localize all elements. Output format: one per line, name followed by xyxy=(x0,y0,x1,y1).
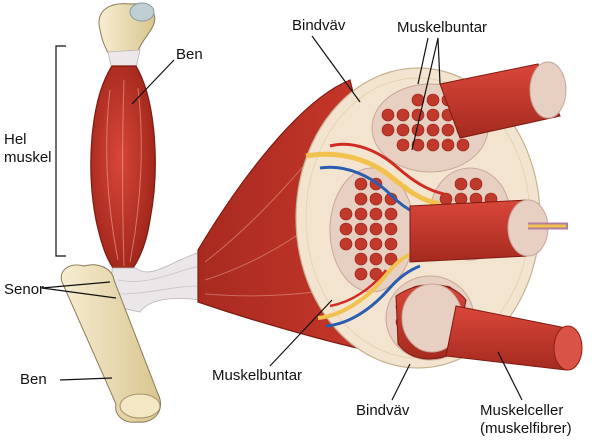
label-bone-bottom: Ben xyxy=(20,371,47,388)
label-bundles-bottom: Muskelbuntar xyxy=(212,367,302,384)
muscle-fiber-dot xyxy=(370,223,382,235)
label-whole-muscle-2: muskel xyxy=(4,149,52,166)
label-connective-top: Bindväv xyxy=(292,17,345,34)
muscle-fiber-dot xyxy=(370,193,382,205)
muscle-fiber-dot xyxy=(340,223,352,235)
muscle-fiber-dot xyxy=(355,238,367,250)
muscle-fiber-dot xyxy=(427,109,439,121)
muscle-fiber-dot xyxy=(355,268,367,280)
muscle-fiber-dot xyxy=(355,208,367,220)
muscle-fiber-dot xyxy=(455,178,467,190)
label-whole-muscle-1: Hel xyxy=(4,131,27,148)
muscle-fiber-dot xyxy=(397,109,409,121)
muscle-fiber-dot xyxy=(370,253,382,265)
muscle-fiber-dot xyxy=(355,193,367,205)
muscle-fiber-dot xyxy=(385,208,397,220)
muscle-fiber-dot xyxy=(442,124,454,136)
muscle-fiber-dot xyxy=(385,223,397,235)
muscle-fiber-dot xyxy=(442,139,454,151)
bone-top xyxy=(99,3,155,56)
muscle-fiber-dot xyxy=(355,253,367,265)
muscle-fiber-dot xyxy=(370,208,382,220)
label-bone-top: Ben xyxy=(176,46,203,63)
label-tendons: Senor xyxy=(4,281,44,298)
muscle-fiber-dot xyxy=(397,139,409,151)
muscle-fiber-dot xyxy=(370,238,382,250)
leader-bone-bottom xyxy=(60,378,112,380)
muscle-fiber-dot xyxy=(385,238,397,250)
muscle-fiber-dot xyxy=(457,139,469,151)
leader-connective-bottom xyxy=(392,364,410,400)
muscle-fiber-dot xyxy=(412,109,424,121)
whole-muscle-bracket xyxy=(56,46,66,256)
label-cells-2: (muskelfibrer) xyxy=(480,420,572,437)
muscle-fiber-dot xyxy=(427,94,439,106)
muscle-fiber-dot xyxy=(382,109,394,121)
muscle-fiber-dot xyxy=(397,124,409,136)
muscle-fiber-dot xyxy=(355,223,367,235)
muscle-fiber-dot xyxy=(355,178,367,190)
muscle-fiber-dot xyxy=(340,208,352,220)
muscle-fiber-dot xyxy=(340,238,352,250)
label-connective-bottom: Bindväv xyxy=(356,402,409,419)
label-cells-1: Muskelceller xyxy=(480,402,563,419)
muscle-fiber-dot xyxy=(427,139,439,151)
muscle-fiber-dot xyxy=(382,124,394,136)
whole-muscle xyxy=(91,66,155,272)
muscle-fiber-dot xyxy=(427,124,439,136)
label-bundles-top: Muskelbuntar xyxy=(397,19,487,36)
muscle-fiber-dot xyxy=(470,178,482,190)
